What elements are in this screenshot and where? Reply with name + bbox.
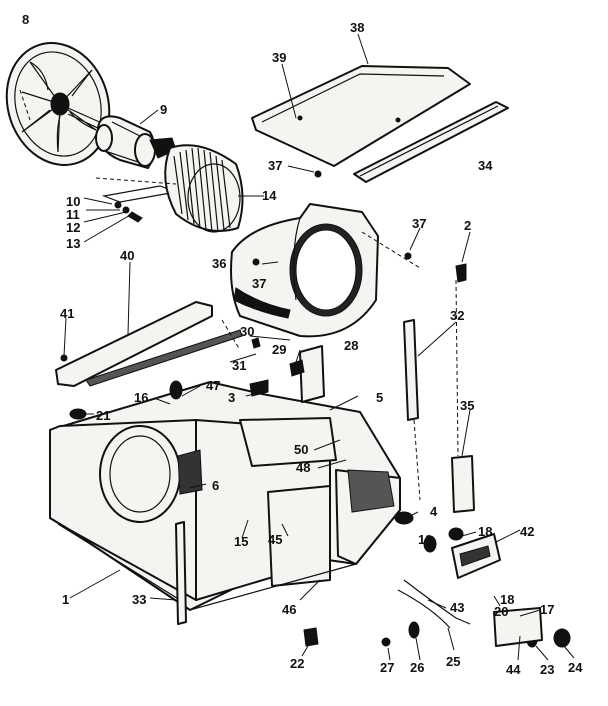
callout-6: 6 xyxy=(212,478,219,493)
callout-13: 13 xyxy=(66,236,80,251)
callout-36: 36 xyxy=(212,256,226,271)
callout-15: 15 xyxy=(234,534,248,549)
bracket xyxy=(299,345,325,403)
callout-40: 40 xyxy=(120,248,134,263)
callout-17: 17 xyxy=(540,602,554,617)
callout-20: 20 xyxy=(494,604,508,619)
assembly-lines xyxy=(19,89,459,501)
support-rail xyxy=(353,101,509,183)
callout-44: 44 xyxy=(506,662,521,677)
callout-18b: 18 xyxy=(500,592,514,607)
callout-47: 47 xyxy=(206,378,220,393)
control-box xyxy=(451,533,501,579)
callout-31: 31 xyxy=(232,358,246,373)
callout-14: 14 xyxy=(262,188,277,203)
callout-12: 12 xyxy=(66,220,80,235)
callout-1: 1 xyxy=(62,592,69,607)
mounting-strip xyxy=(175,521,187,625)
callout-22: 22 xyxy=(290,656,304,671)
callout-23: 23 xyxy=(540,662,554,677)
motor-mount-hardware xyxy=(101,185,179,223)
fan-blade xyxy=(5,42,111,166)
callout-4: 4 xyxy=(430,504,438,519)
callout-3: 3 xyxy=(228,390,235,405)
leader-lines xyxy=(63,33,575,661)
callout-18a: 18 xyxy=(478,524,492,539)
callout-24: 24 xyxy=(568,660,583,675)
callout-29: 29 xyxy=(272,342,286,357)
callout-50: 50 xyxy=(294,442,308,457)
top-cover xyxy=(251,65,471,167)
callout-41: 41 xyxy=(60,306,74,321)
small-hardware xyxy=(60,170,571,648)
callout-9: 9 xyxy=(160,102,167,117)
callout-37c: 37 xyxy=(252,276,266,291)
callout-21: 21 xyxy=(96,408,110,423)
side-plate xyxy=(451,455,475,513)
callout-11: 11 xyxy=(66,207,80,222)
callout-48: 48 xyxy=(296,460,310,475)
callout-25: 25 xyxy=(446,654,460,669)
callout-27: 27 xyxy=(380,660,394,675)
motor xyxy=(95,115,177,169)
callout-35: 35 xyxy=(460,398,474,413)
vertical-rod xyxy=(403,319,419,421)
callout-37b: 37 xyxy=(412,216,426,231)
callout-45: 45 xyxy=(268,532,282,547)
blower-wheel xyxy=(164,144,244,233)
partition-panel xyxy=(55,301,243,387)
callout-10: 10 xyxy=(66,194,80,209)
callout-28: 28 xyxy=(344,338,358,353)
callout-16: 16 xyxy=(134,390,148,405)
callout-5: 5 xyxy=(376,390,383,405)
callout-34: 34 xyxy=(478,158,493,173)
callout-46: 46 xyxy=(282,602,296,617)
callout-labels: 8 9 10 11 12 13 14 38 39 34 37 37 37 2 4… xyxy=(22,12,583,677)
fan-shaft xyxy=(67,107,105,131)
callout-26: 26 xyxy=(410,660,424,675)
callout-43: 43 xyxy=(450,600,464,615)
base-cabinet xyxy=(49,381,401,611)
callout-37a: 37 xyxy=(268,158,282,173)
callout-30: 30 xyxy=(240,324,254,339)
callout-38: 38 xyxy=(350,20,364,35)
callout-33: 33 xyxy=(132,592,146,607)
callout-2: 2 xyxy=(464,218,471,233)
callout-8: 8 xyxy=(22,12,29,27)
callout-39: 39 xyxy=(272,50,286,65)
callout-19: 19 xyxy=(418,532,432,547)
callout-42: 42 xyxy=(520,524,534,539)
callout-32: 32 xyxy=(450,308,464,323)
blower-scroll-housing xyxy=(230,203,379,338)
